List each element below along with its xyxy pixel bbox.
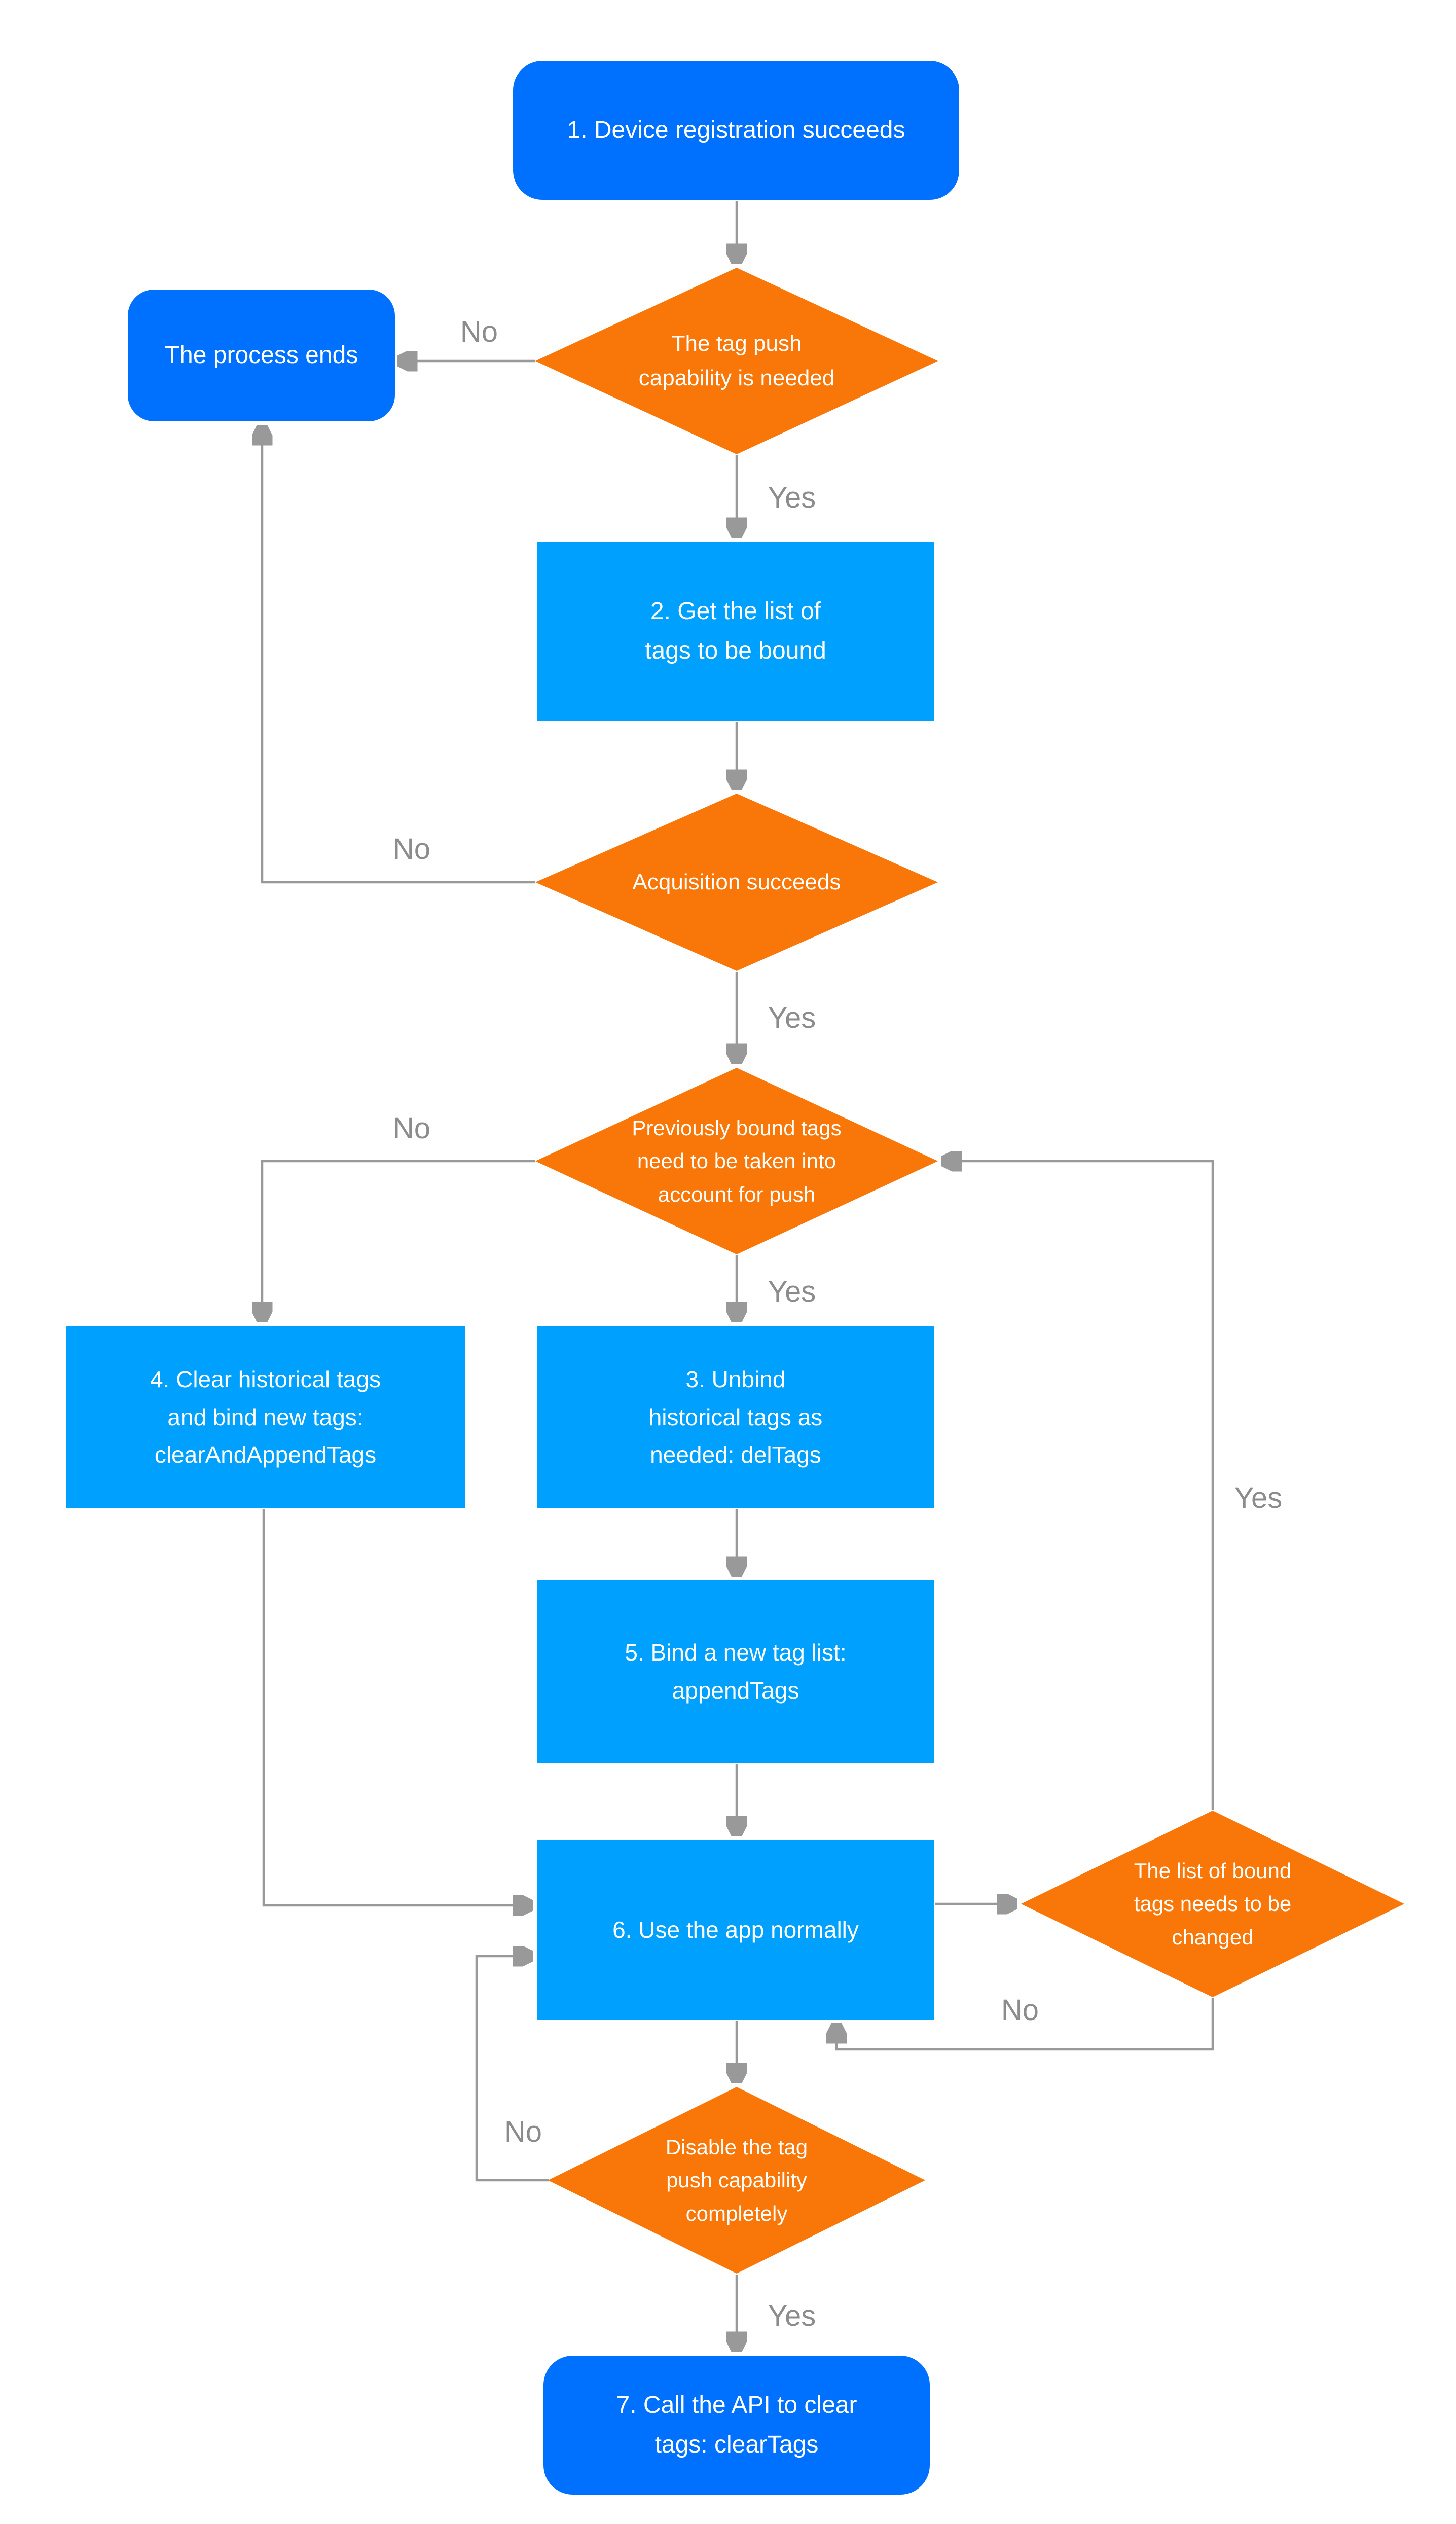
edge-label-disable-no: No bbox=[504, 2115, 542, 2148]
node-unbind-historical: 3. Unbind historical tags as needed: del… bbox=[537, 1326, 934, 1508]
edge-change-yes-to-previously bbox=[943, 1161, 1214, 1810]
node-clear-tags: 7. Call the API to clear tags: clearTags bbox=[543, 2356, 930, 2495]
edge-label-previously-yes: Yes bbox=[768, 1275, 816, 1308]
edge-acquisition-no-to-end bbox=[262, 426, 535, 884]
edge-label-change-no: No bbox=[1001, 1994, 1039, 2027]
node-process-ends: The process ends bbox=[128, 290, 395, 421]
edge-clear-to-use bbox=[262, 1509, 532, 1905]
node-use-app: 6. Use the app normally bbox=[537, 1840, 934, 2020]
edge-label-disable-yes: Yes bbox=[768, 2299, 816, 2332]
edge-label-acquisition-no: No bbox=[392, 833, 431, 866]
edge-label-previously-no: No bbox=[392, 1112, 431, 1145]
node-append-tags: 5. Bind a new tag list: appendTags bbox=[537, 1580, 934, 1763]
edge-label-acquisition-yes: Yes bbox=[768, 1001, 816, 1034]
edge-label-need-no: No bbox=[460, 315, 498, 348]
edge-label-change-yes: Yes bbox=[1234, 1482, 1283, 1515]
node-start: 1. Device registration succeeds bbox=[513, 61, 959, 200]
node-clear-and-append: 4. Clear historical tags and bind new ta… bbox=[66, 1326, 465, 1508]
edge-disable-no-to-use bbox=[475, 1956, 549, 2182]
edge-change-no-to-use bbox=[836, 1998, 1214, 2051]
node-get-tag-list: 2. Get the list of tags to be bound bbox=[537, 542, 934, 721]
edge-label-need-yes: Yes bbox=[768, 481, 816, 514]
edge-previously-no-to-clear bbox=[262, 1160, 535, 1321]
